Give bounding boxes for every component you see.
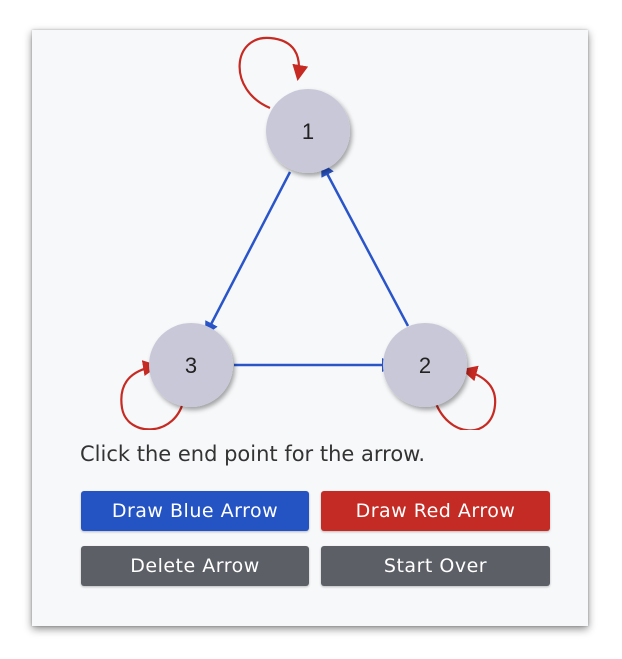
arrow-1-to-3[interactable] [204,171,292,336]
node-3[interactable]: 3 [149,323,233,407]
start-over-button[interactable]: Start Over [321,546,550,586]
graph-card: 1 2 3 Click the end point for the arrow.… [32,30,588,626]
node-1-label: 1 [302,119,314,144]
delete-arrow-button[interactable]: Delete Arrow [81,546,309,586]
graph-canvas[interactable]: 1 2 3 [32,30,588,430]
node-2-label: 2 [419,353,431,378]
draw-red-arrow-button[interactable]: Draw Red Arrow [321,491,550,531]
self-loop-3[interactable] [120,360,186,430]
node-1[interactable]: 1 [266,89,350,173]
draw-blue-arrow-button[interactable]: Draw Blue Arrow [81,491,309,531]
self-loop-2[interactable] [432,365,497,430]
self-loop-1[interactable] [238,36,309,110]
node-2[interactable]: 2 [383,323,467,407]
status-message: Click the end point for the arrow. [80,442,426,466]
node-3-label: 3 [185,353,197,378]
arrow-2-to-1[interactable] [320,162,410,327]
